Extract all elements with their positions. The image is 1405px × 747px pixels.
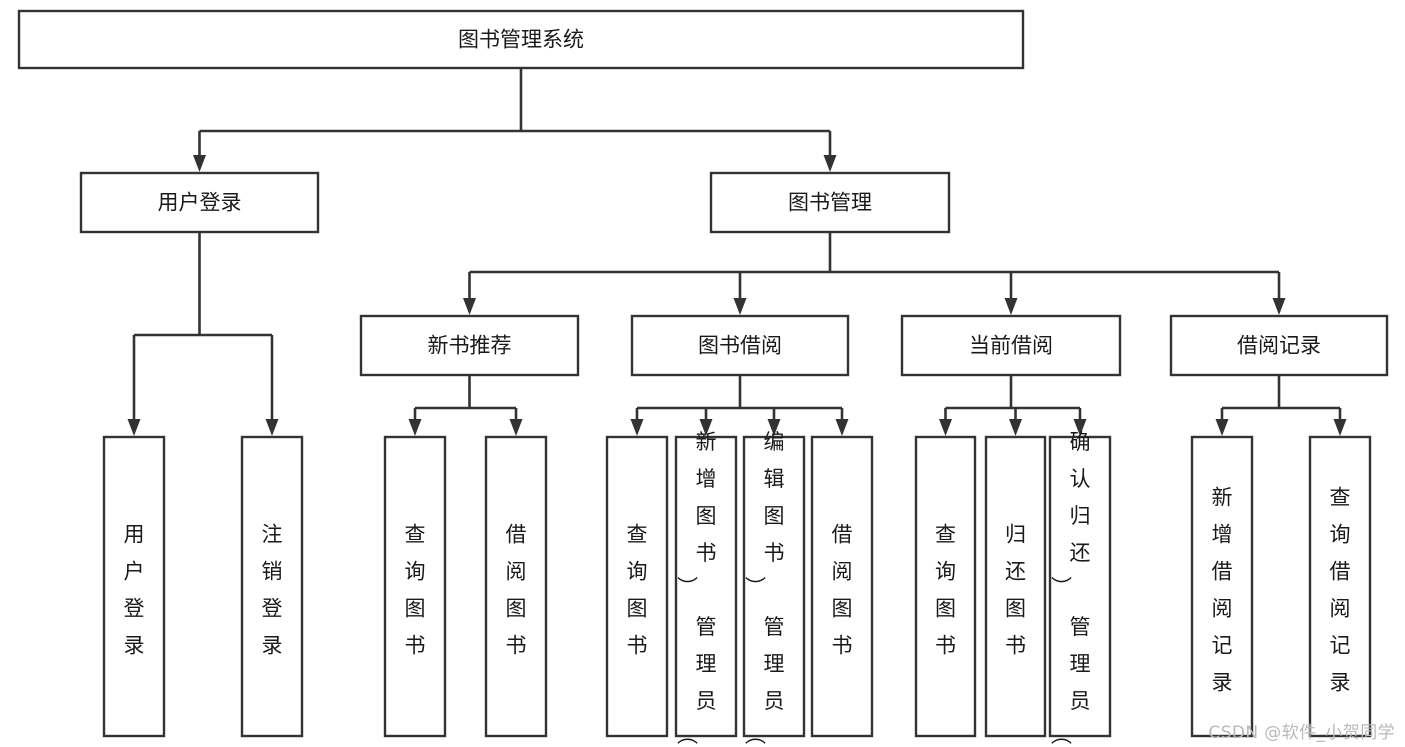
arrow-head-icon: [1333, 419, 1347, 436]
arrow-head-icon: [1272, 298, 1286, 315]
node-box: [900, 314, 1122, 377]
node-new-book-rec[interactable]: 新书推荐: [359, 314, 580, 377]
arrow-head-icon: [1073, 419, 1087, 436]
node-box: [102, 435, 166, 738]
node-leaf-user-login[interactable]: 用户登录: [102, 435, 166, 738]
arrow-head-icon: [1215, 419, 1229, 436]
node-label: 查询借阅记录: [1330, 485, 1351, 694]
arrow-head-icon: [835, 419, 849, 436]
arrow-head-icon: [767, 419, 781, 436]
node-label: 新书推荐: [428, 334, 512, 358]
node-label: 图书借阅: [698, 334, 782, 358]
node-leaf-add-record[interactable]: 新增借阅记录: [1190, 435, 1254, 738]
node-box: [1308, 435, 1372, 738]
node-label: 查询图书: [405, 522, 426, 657]
arrow-head-icon: [509, 419, 523, 436]
arrow-head-icon: [1009, 419, 1022, 436]
arrow-head-icon: [630, 419, 644, 436]
node-box: [810, 435, 874, 738]
node-label: 确认归还（管理员）: [1051, 430, 1091, 745]
arrow-head-icon: [193, 155, 206, 172]
arrow-head-icon: [939, 419, 952, 436]
arrow-head-icon: [733, 298, 747, 315]
node-label: 归还图书: [1005, 522, 1026, 657]
arrow-head-icon: [265, 419, 279, 436]
node-book-mgmt[interactable]: 图书管理: [709, 171, 951, 234]
node-box: [383, 435, 447, 738]
node-box: [914, 435, 977, 738]
node-label: 新增图书（管理员）: [677, 430, 717, 745]
node-label: 借阅图书: [832, 522, 853, 657]
node-box: [1169, 314, 1389, 377]
node-box: [984, 435, 1047, 738]
node-box: [630, 314, 850, 377]
node-leaf-return-book[interactable]: 归还图书: [984, 435, 1047, 738]
node-leaf-query-book-1[interactable]: 查询图书: [383, 435, 447, 738]
node-box: [359, 314, 580, 377]
node-box: [742, 435, 806, 738]
node-label: 新增借阅记录: [1212, 485, 1233, 694]
node-leaf-add-book[interactable]: 新增图书（管理员）: [674, 430, 738, 745]
node-box: [240, 435, 304, 738]
node-box: [484, 435, 548, 738]
node-current-borrow[interactable]: 当前借阅: [900, 314, 1122, 377]
node-leaf-borrow-book-1[interactable]: 借阅图书: [484, 435, 548, 738]
node-label: 借阅图书: [506, 522, 527, 657]
node-box: [674, 435, 738, 738]
node-box: [709, 171, 951, 234]
node-label: 注销登录: [262, 522, 283, 657]
node-box: [605, 435, 669, 738]
node-label: 用户登录: [124, 522, 145, 657]
node-leaf-query-book-2[interactable]: 查询图书: [605, 435, 669, 738]
node-label: 借阅记录: [1237, 334, 1321, 358]
node-label: 图书管理系统: [458, 28, 584, 52]
node-leaf-query-book-3[interactable]: 查询图书: [914, 435, 977, 738]
arrow-head-icon: [823, 155, 837, 172]
arrow-head-icon: [408, 419, 422, 436]
node-box: [79, 171, 320, 234]
node-label: 当前借阅: [969, 334, 1053, 358]
node-label: 用户登录: [158, 191, 242, 215]
node-user-login[interactable]: 用户登录: [79, 171, 320, 234]
node-root[interactable]: 图书管理系统: [17, 9, 1025, 70]
node-label: 图书管理: [788, 191, 872, 215]
node-leaf-confirm-return[interactable]: 确认归还（管理员）: [1048, 430, 1112, 745]
node-label: 编辑图书（管理员）: [745, 430, 785, 745]
node-box: [17, 9, 1025, 70]
node-leaf-edit-book[interactable]: 编辑图书（管理员）: [742, 430, 806, 745]
node-leaf-borrow-book-2[interactable]: 借阅图书: [810, 435, 874, 738]
connector-layer: [127, 68, 1347, 436]
arrow-head-icon: [1004, 298, 1018, 315]
node-label: 查询图书: [627, 522, 648, 657]
node-box: [1190, 435, 1254, 738]
node-book-borrow[interactable]: 图书借阅: [630, 314, 850, 377]
node-leaf-logout[interactable]: 注销登录: [240, 435, 304, 738]
node-borrow-record[interactable]: 借阅记录: [1169, 314, 1389, 377]
node-leaf-query-record[interactable]: 查询借阅记录: [1308, 435, 1372, 738]
watermark-label: CSDN @软件_小贺同学: [1208, 723, 1395, 743]
node-label: 查询图书: [935, 522, 956, 657]
arrow-head-icon: [699, 419, 713, 436]
arrow-head-icon: [127, 419, 141, 436]
arrow-head-icon: [463, 298, 476, 315]
node-box: [1048, 435, 1112, 738]
